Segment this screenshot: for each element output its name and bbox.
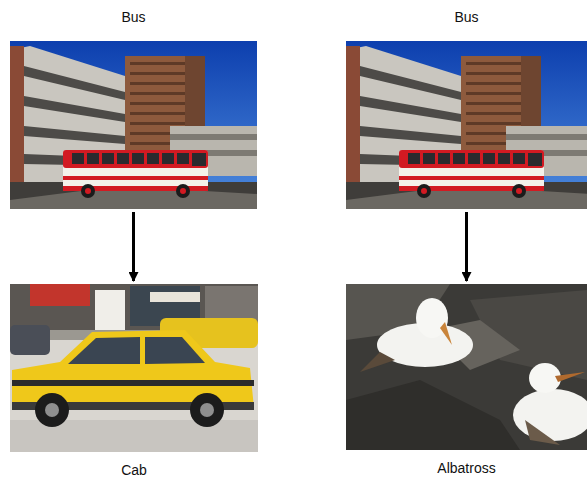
photo-panel: Albatross — [346, 284, 587, 450]
photo-label: Albatross — [326, 460, 587, 476]
photo-label: Cab — [0, 462, 278, 478]
photo-panel: Bus — [346, 41, 587, 209]
flow-arrow — [465, 212, 468, 281]
photo-panel: Bus — [10, 41, 257, 209]
photo-label: Bus — [326, 9, 587, 25]
flow-arrow — [132, 212, 135, 281]
photo-panel: Cab — [10, 284, 258, 452]
photo-label: Bus — [0, 9, 277, 25]
